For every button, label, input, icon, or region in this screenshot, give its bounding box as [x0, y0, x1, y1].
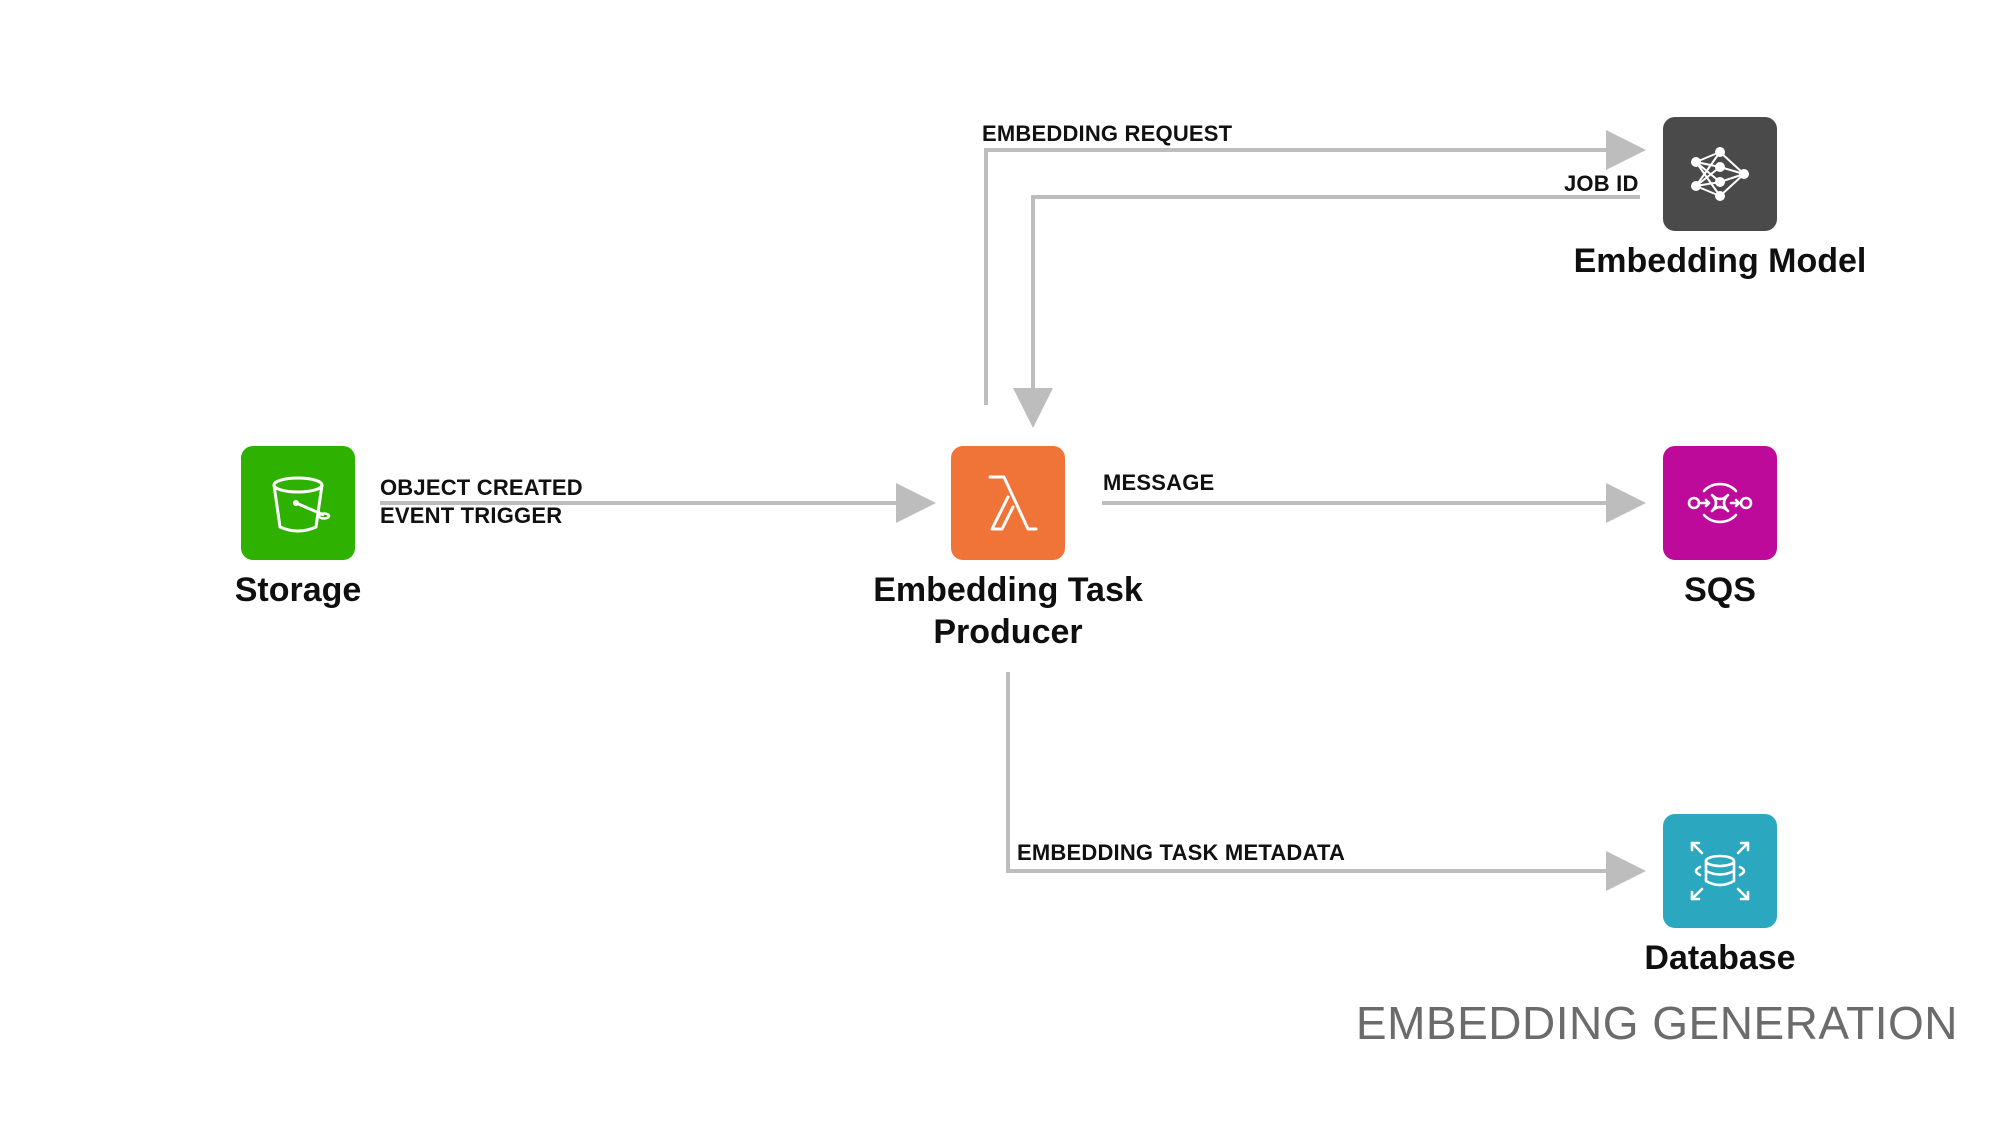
lambda-icon: [988, 475, 1038, 531]
queue-icon: [1687, 482, 1753, 524]
connector-producer-to-database: [1006, 672, 1646, 891]
edge-label-object-created: OBJECT CREATED EVENT TRIGGER: [380, 474, 583, 530]
connector-job-id: [1013, 195, 1640, 428]
storage-node[interactable]: [241, 446, 355, 560]
sqs-node[interactable]: [1663, 446, 1777, 560]
producer-label: Embedding Task Producer: [858, 569, 1158, 653]
producer-node[interactable]: [951, 446, 1065, 560]
database-icon: [1690, 841, 1750, 901]
edge-label-job-id: JOB ID: [1564, 171, 1639, 196]
edge-label-object-created-line1: OBJECT CREATED: [380, 475, 583, 500]
edge-label-message: MESSAGE: [1103, 470, 1215, 495]
sqs-label: SQS: [1684, 571, 1756, 609]
edge-label-embedding-request: EMBEDDING REQUEST: [982, 121, 1233, 146]
connector-embedding-request: [984, 130, 1646, 405]
producer-label-line1: Embedding Task: [873, 571, 1143, 609]
neural-network-icon: [1691, 147, 1749, 201]
storage-label: Storage: [234, 571, 362, 609]
edge-label-embedding-task-metadata: EMBEDDING TASK METADATA: [1017, 840, 1346, 865]
database-label: Database: [1644, 939, 1796, 977]
diagram-title: EMBEDDING GENERATION: [1355, 997, 1958, 1049]
producer-label-line2: Producer: [933, 613, 1083, 651]
bucket-icon: [272, 476, 331, 533]
embedding-model-label: Embedding Model: [1573, 242, 1867, 280]
edge-label-object-created-line2: EVENT TRIGGER: [380, 503, 563, 528]
embedding-model-node[interactable]: [1663, 117, 1777, 231]
database-node[interactable]: [1663, 814, 1777, 928]
